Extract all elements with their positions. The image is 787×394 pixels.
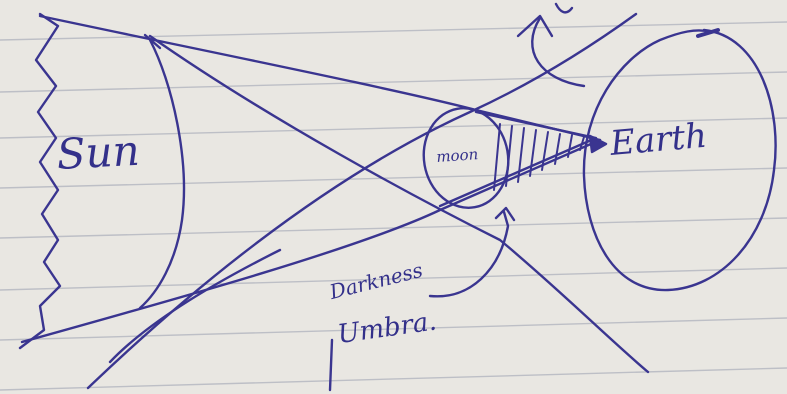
earth-label: Earth (609, 116, 709, 164)
ruled-line (0, 218, 787, 238)
sun-edge (20, 14, 60, 348)
sun-label: Sun (55, 126, 140, 179)
sun-arc (140, 40, 184, 308)
ruled-line (0, 368, 787, 390)
moon-label: moon (436, 145, 479, 166)
ruled-line (0, 72, 787, 92)
label-bracket (330, 340, 332, 390)
scribble-top (556, 4, 572, 12)
